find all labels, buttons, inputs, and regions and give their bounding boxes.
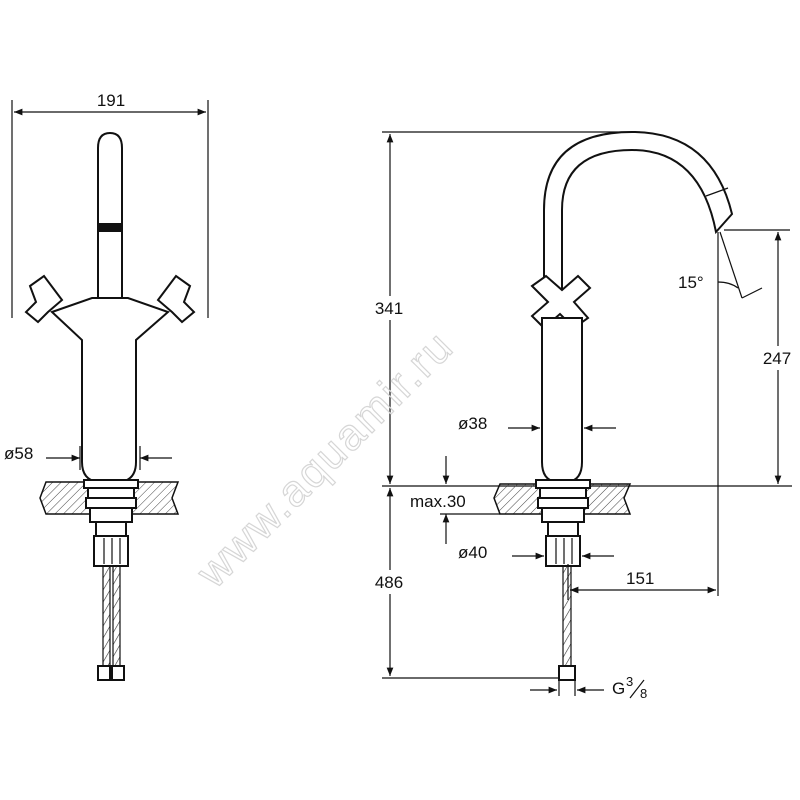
dim-bg-486 — [366, 570, 412, 594]
side-body — [541, 317, 583, 483]
side-hose — [562, 565, 572, 667]
dim-label-g: G — [612, 679, 625, 698]
dim-label-151: 151 — [626, 569, 654, 588]
side-view: 341 247 15° ø38 max.30 — [366, 130, 798, 701]
dim-label-247: 247 — [763, 349, 791, 368]
angle-arc-15 — [717, 281, 739, 289]
dim-label-40: ø40 — [458, 543, 487, 562]
front-shank — [95, 521, 127, 537]
side-shank — [547, 521, 579, 537]
side-nut-4 — [541, 507, 585, 523]
front-nut-2 — [87, 487, 135, 499]
dim-label-max30: max.30 — [410, 492, 466, 511]
side-cross-handle — [530, 274, 592, 330]
front-hose-right — [112, 565, 121, 667]
front-aerator-band — [98, 223, 122, 232]
side-nut-2 — [539, 487, 587, 499]
fraction-slash — [629, 679, 645, 699]
watermark-text: www.aquamir.ru — [187, 321, 463, 597]
front-nut-1 — [83, 479, 139, 489]
dim-label-38: ø38 — [458, 414, 487, 433]
dim-label-341: 341 — [375, 299, 403, 318]
front-left-handle — [24, 274, 64, 324]
front-hose-left — [102, 565, 111, 667]
front-hose-nut-right — [111, 665, 125, 681]
dim-label-g-den: 8 — [640, 686, 647, 701]
dim-label-486: 486 — [375, 573, 403, 592]
angle-leader-15 — [741, 287, 763, 299]
front-fixing-nut — [93, 535, 129, 567]
dim-bg-341 — [366, 296, 412, 320]
angle-line-15 — [719, 231, 743, 299]
dim-label-15: 15° — [678, 273, 704, 292]
side-spout — [543, 130, 734, 297]
front-nut-3 — [85, 497, 137, 509]
dim-label-g-num: 3 — [626, 674, 633, 689]
front-spout-tube — [97, 131, 123, 301]
side-spout-joint — [705, 187, 729, 197]
side-hose-nut — [558, 665, 576, 681]
side-nut-3 — [537, 497, 589, 509]
front-right-handle — [156, 274, 196, 324]
side-fixing-nut — [545, 535, 581, 567]
side-nut-1 — [535, 479, 591, 489]
dim-label-58: ø58 — [4, 444, 33, 463]
dim-bg-247 — [752, 346, 798, 370]
front-view: 191 ø58 — [4, 91, 209, 681]
front-body — [50, 297, 170, 483]
front-hose-nut-left — [97, 665, 111, 681]
front-nut-4 — [89, 507, 133, 523]
dim-label-191: 191 — [97, 91, 125, 110]
